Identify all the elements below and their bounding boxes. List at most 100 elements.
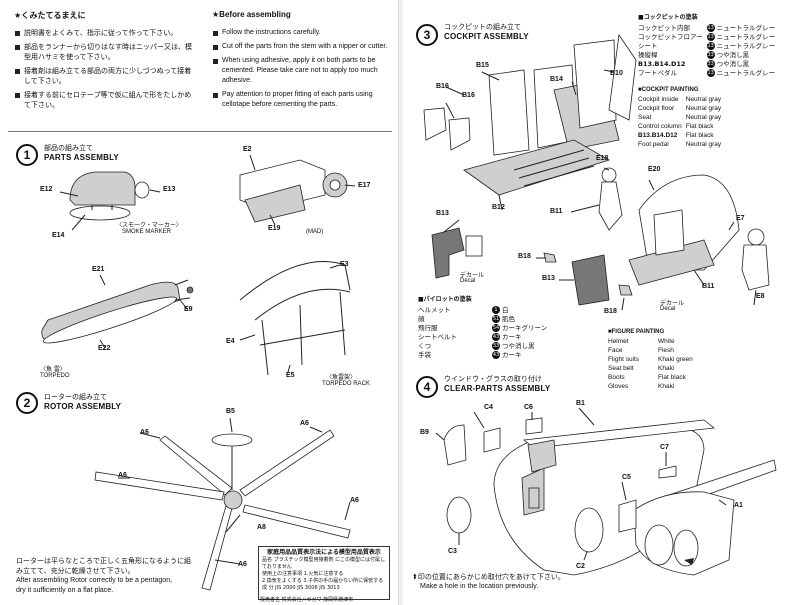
part-label: E14 bbox=[52, 232, 65, 239]
paint-part: Seat belt bbox=[608, 365, 634, 372]
part-label: C7 bbox=[660, 444, 669, 451]
part-label: E17 bbox=[358, 182, 371, 189]
notice-line: 成 分 JIS 2000 JIS 3006 JIS 3013 bbox=[262, 585, 340, 591]
part-label: E13 bbox=[163, 186, 176, 193]
paint-color: Flat black bbox=[685, 123, 714, 130]
part-label: B16 bbox=[462, 92, 475, 99]
page-gutter bbox=[398, 0, 403, 605]
paint-color: ニュートラルグレー bbox=[716, 33, 776, 41]
step2-title-en: ROTOR ASSEMBLY bbox=[44, 402, 122, 411]
color-number: 13 bbox=[706, 33, 715, 41]
part-label: B16 bbox=[436, 83, 449, 90]
part-label: E5 bbox=[286, 372, 295, 379]
notice-line: 2.換気をよくする 3.子供の手の届かない所に保管する bbox=[262, 578, 384, 584]
smoke-marker-caption-jp: 〈スモーク・マーカー〉 bbox=[116, 222, 182, 229]
paint-part: B13.B14.D12 bbox=[638, 132, 678, 139]
smoke-marker-caption-en: SMOKE MARKER bbox=[122, 229, 172, 235]
decal-caption-jp: デカール bbox=[460, 272, 485, 279]
part-label: B12 bbox=[492, 204, 505, 211]
paint-color: つや消し黒 bbox=[502, 342, 535, 350]
part-label: E18 bbox=[596, 155, 609, 162]
notice-line: 品名 プラスチック模型用接着剤 にこの模型には付属しておりません bbox=[262, 557, 385, 570]
torpedo-caption-en: TORPEDO bbox=[40, 373, 70, 379]
step2-number: 2 bbox=[16, 392, 38, 414]
part-label: C6 bbox=[524, 404, 533, 411]
paint-part: B13.B14.D12 bbox=[638, 60, 686, 68]
part-label: A6 bbox=[300, 420, 309, 427]
paint-color: Neutral gray bbox=[685, 96, 722, 103]
paint-part: シート bbox=[638, 42, 658, 50]
part-label: E21 bbox=[92, 266, 105, 273]
paint-color: 白 bbox=[502, 306, 509, 314]
part-label: E9 bbox=[184, 306, 193, 313]
part-label: B9 bbox=[420, 429, 429, 436]
paint-part: Gloves bbox=[608, 383, 629, 390]
decal-caption-en: Decal bbox=[460, 278, 476, 284]
color-number: 54 bbox=[492, 324, 500, 332]
part-label: E2 bbox=[243, 146, 252, 153]
paint-part: Seat bbox=[638, 114, 652, 121]
part-label: C5 bbox=[622, 474, 631, 481]
paint-color: Neutral gray bbox=[685, 114, 722, 121]
step4-title-en: CLEAR-PARTS ASSEMBLY bbox=[444, 384, 551, 393]
before-heading-jp: ★くみたてるまえに bbox=[14, 11, 86, 20]
color-number: 1 bbox=[492, 306, 500, 314]
step4-title-jp: ウインドウ・グラスの取り付け bbox=[444, 375, 542, 383]
paint-part: 飛行服 bbox=[418, 324, 438, 332]
paint-part: Face bbox=[608, 347, 623, 354]
notice-footer: 販売者名 株式会社ハセガワ 静岡県焼津市 bbox=[260, 597, 354, 603]
paint-color: ニュートラルグレー bbox=[716, 24, 776, 32]
paint-part: Flight suits bbox=[608, 356, 640, 363]
paint-color: つや消し黒 bbox=[716, 60, 750, 68]
part-label: A6 bbox=[140, 429, 149, 436]
part-label: B5 bbox=[226, 408, 235, 415]
part-label: B15 bbox=[476, 62, 489, 69]
step1-title-jp: 部品の組み立て bbox=[44, 144, 93, 152]
rotor-note-en-line2: dry it sufficiently on a flat place. bbox=[16, 587, 114, 594]
paint-part: Cockpit floor bbox=[638, 105, 675, 112]
before-en-item: Cut off the parts from the stem with a n… bbox=[212, 42, 388, 52]
paint-part: 手袋 bbox=[418, 351, 431, 359]
part-label: B18 bbox=[518, 253, 531, 260]
rotor-assembly-drawing bbox=[94, 417, 351, 591]
part-label: B18 bbox=[604, 308, 617, 315]
part-label: A6 bbox=[350, 497, 359, 504]
part-label: A8 bbox=[257, 524, 266, 531]
cockpit-paint-jp-title: ■コックピットの塗装 bbox=[638, 14, 698, 21]
paint-part: シートベルト bbox=[418, 333, 457, 341]
part-label: E7 bbox=[736, 215, 745, 222]
part-label: E8 bbox=[756, 293, 765, 300]
part-label: B11 bbox=[550, 208, 563, 215]
part-label: B10 bbox=[610, 70, 623, 77]
rotor-note-en-line1: After assembling Rotor correctly to be a… bbox=[16, 577, 173, 584]
part-label: A1 bbox=[734, 502, 743, 509]
before-jp-item: 接着剤は組み立てる部品の両方に少しづつぬって接着して下さい。 bbox=[14, 66, 194, 86]
before-jp-item: 説明書をよくみて、指示に従って作って下さい。 bbox=[14, 28, 194, 38]
paint-part: Foot pedal bbox=[638, 141, 669, 148]
paint-color: 肌色 bbox=[502, 315, 515, 323]
paint-part: フートペダル bbox=[638, 69, 677, 77]
part-label: B13 bbox=[436, 210, 449, 217]
part-label: C4 bbox=[484, 404, 493, 411]
notice-title: 家庭用品品質表示法による模型用品質表示 bbox=[267, 549, 381, 556]
before-heading-en: ★Before assembling bbox=[212, 10, 291, 19]
part-label: B11 bbox=[702, 283, 715, 290]
paint-color: Flesh bbox=[658, 347, 674, 354]
part-label: C2 bbox=[576, 563, 585, 570]
part-label: E19 bbox=[268, 225, 281, 232]
decal2-caption-en: Decal bbox=[660, 306, 676, 312]
before-list-en: Follow the instructions carefully. Cut o… bbox=[212, 28, 388, 114]
cockpit-paint-en-title: ■COCKPIT PAINTING bbox=[638, 87, 699, 93]
before-en-item: Pay attention to proper fitting of each … bbox=[212, 90, 388, 110]
part-label: C3 bbox=[448, 548, 457, 555]
paint-color: つや消し黒 bbox=[716, 51, 750, 59]
paint-color: Khaki green bbox=[658, 356, 693, 363]
color-number: 13 bbox=[706, 42, 715, 50]
part-label: B1 bbox=[576, 400, 585, 407]
paint-color: ニュートラルグレー bbox=[716, 42, 776, 50]
mad-caption: (MAD) bbox=[306, 229, 324, 235]
color-number: 33 bbox=[706, 51, 715, 59]
